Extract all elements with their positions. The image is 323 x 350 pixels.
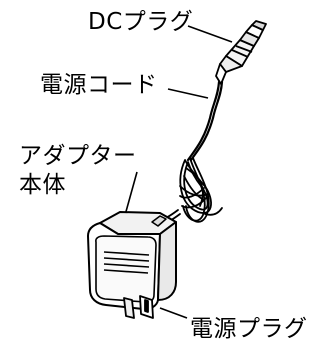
power-plug-prongs [123, 295, 154, 319]
dc-plug-label: DCプラグ [88, 9, 194, 35]
adapter-body-label-line1: アダプター [19, 143, 137, 169]
power-plug-label: 電源プラグ [190, 316, 308, 342]
power-cord-label: 電源コード [40, 72, 158, 98]
cord-coil [155, 157, 223, 225]
power-cord [186, 80, 224, 162]
adapter-body [87, 211, 177, 311]
dc-plug-icon [215, 20, 267, 85]
adapter-body-label-line2: 本体 [19, 172, 66, 198]
